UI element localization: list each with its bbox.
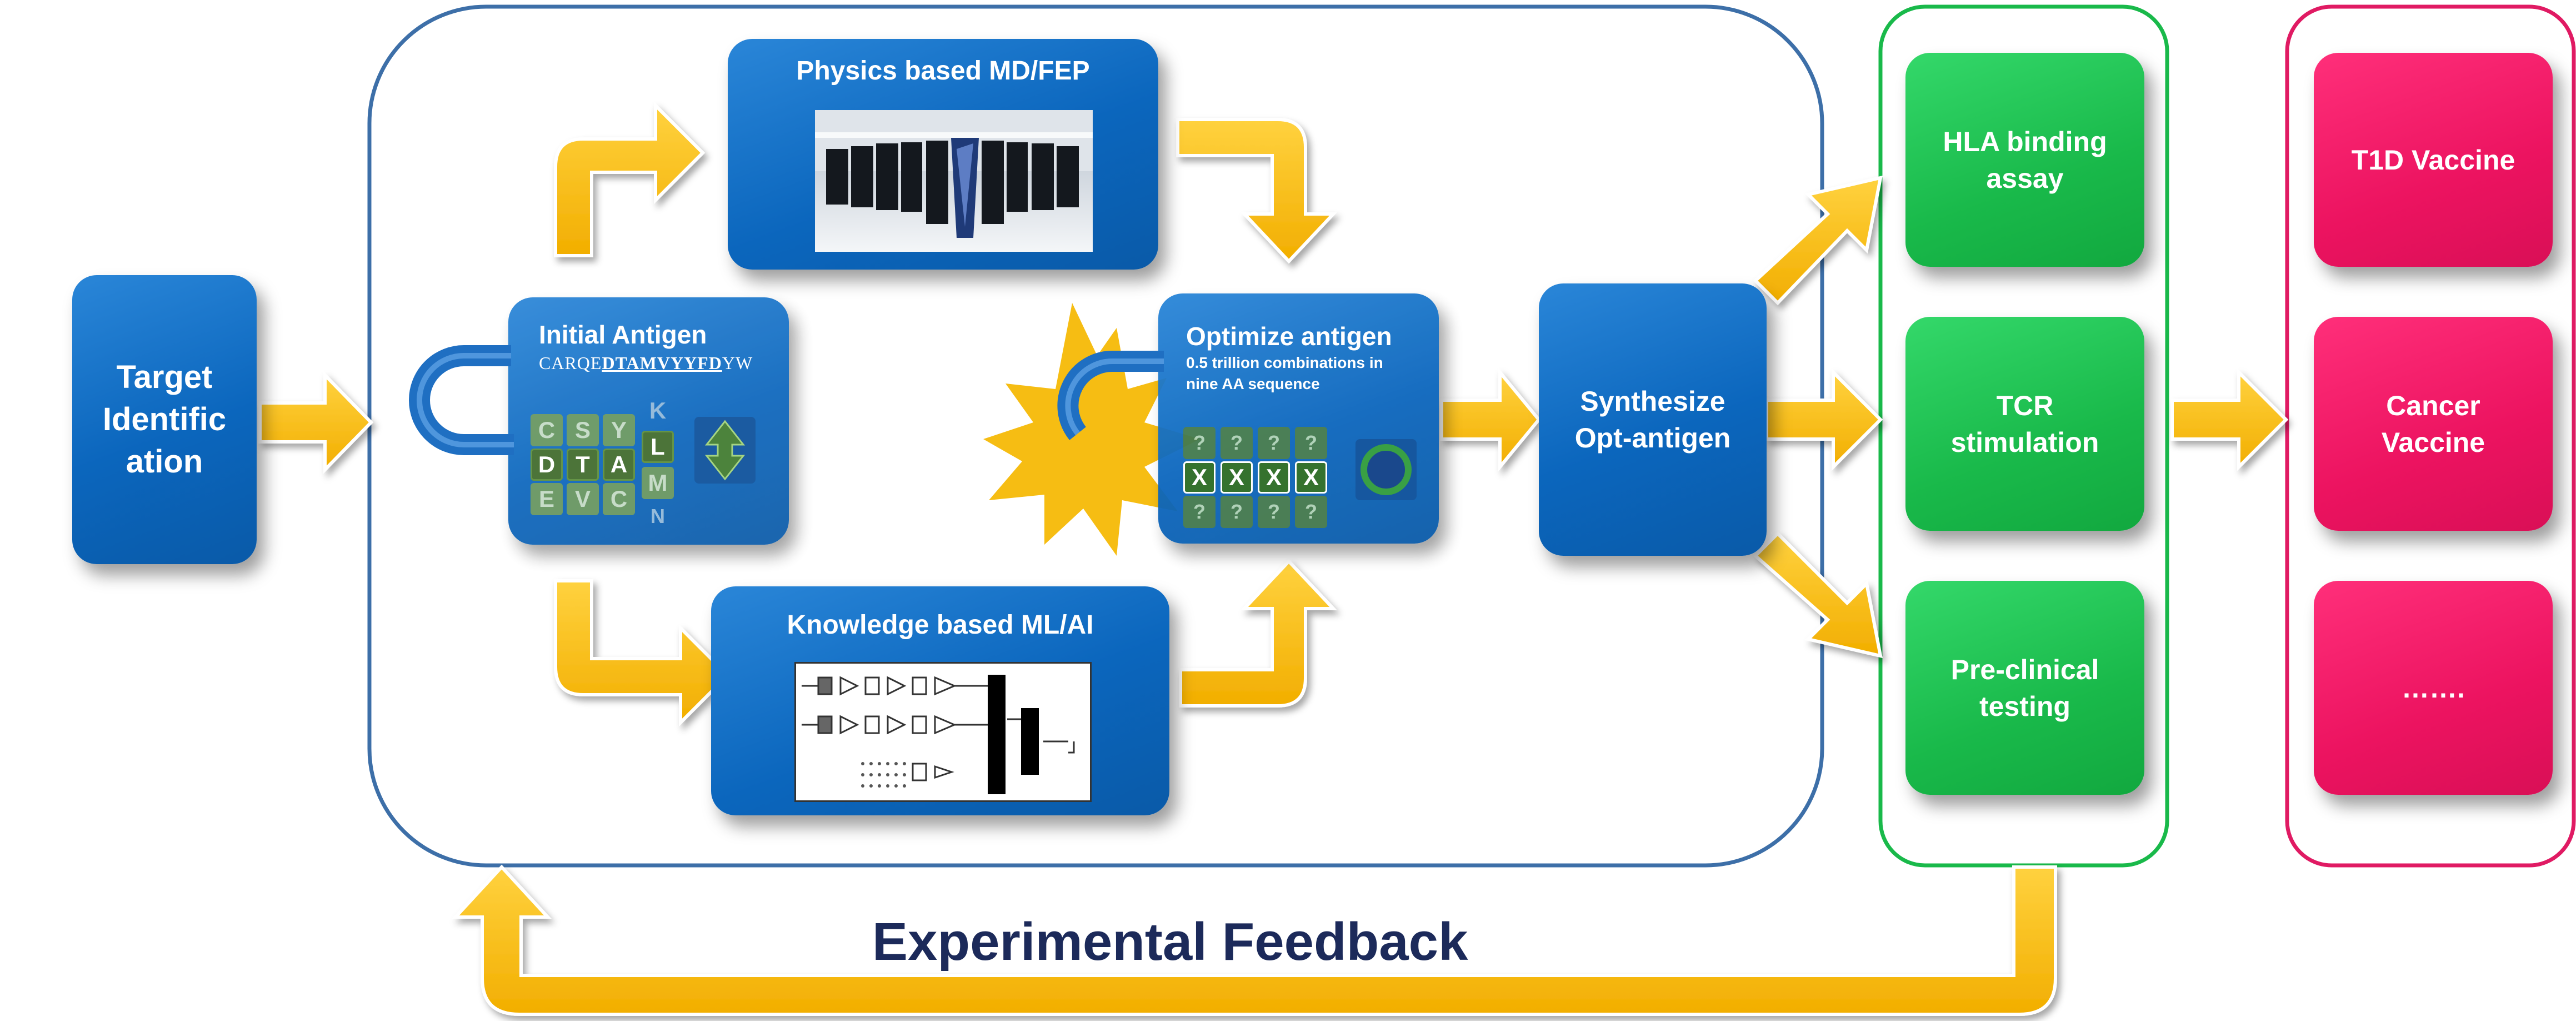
vaccine-box-cancer: Cancer Vaccine xyxy=(2314,317,2553,531)
knowledge-label: Knowledge based ML/AI xyxy=(787,610,1094,640)
variable-residue-tile: X xyxy=(1221,461,1253,494)
arrow-optimize-to-synthesize xyxy=(1440,367,1541,472)
residue-tile: C xyxy=(603,483,635,515)
vaccine-box-more: ……. xyxy=(2314,581,2553,795)
seq-prefix: CARQE xyxy=(539,353,602,373)
neural-network-image xyxy=(794,662,1092,802)
experimental-feedback-label: Experimental Feedback xyxy=(872,912,1468,972)
unknown-residue-tile: ? xyxy=(1183,496,1216,528)
arrow-assays-to-vaccines xyxy=(2170,368,2289,471)
synthesize-box: Synthesize Opt-antigen xyxy=(1539,283,1767,556)
unknown-residue-tile: ? xyxy=(1183,427,1216,459)
synthesize-label: Synthesize Opt-antigen xyxy=(1574,386,1731,454)
residue-tile: M xyxy=(642,467,674,499)
unknown-residue-tile: ? xyxy=(1295,496,1327,528)
vaccine-box-t1d: T1D Vaccine xyxy=(2314,53,2553,267)
up-down-arrow-icon xyxy=(694,417,756,484)
physics-box: Physics based MD/FEP xyxy=(728,39,1158,270)
assay-box-preclinical: Pre-clinical testing xyxy=(1905,581,2144,795)
seq-suffix: YW xyxy=(722,353,753,373)
assay-box-hla: HLA binding assay xyxy=(1905,53,2144,267)
seq-core: DTAMVYYFD xyxy=(602,353,722,373)
vaccine-frame xyxy=(2285,4,2576,868)
arrow-initial-to-physics xyxy=(554,101,706,257)
initial-antigen-title: Initial Antigen xyxy=(539,320,707,349)
residue-tile-selected: D xyxy=(531,449,563,481)
arrow-physics-to-optimize xyxy=(1176,118,1337,264)
unknown-residue-tile: ? xyxy=(1221,496,1253,528)
knowledge-box: Knowledge based ML/AI xyxy=(711,586,1169,815)
optimize-antigen-box: Optimize antigen 0.5 trillion combinatio… xyxy=(1158,293,1439,544)
optimize-antigen-title: Optimize antigen xyxy=(1186,322,1392,351)
padlock-shackle-icon-optimize xyxy=(1057,350,1164,440)
residue-tile: E xyxy=(531,483,563,515)
target-circle-icon xyxy=(1355,439,1417,500)
vaccine-label-t1d: T1D Vaccine xyxy=(2351,144,2515,176)
residue-tile: C xyxy=(531,414,563,446)
residue-tile-selected: A xyxy=(603,449,635,481)
optimize-antigen-subtitle: 0.5 trillion combinations in nine AA seq… xyxy=(1186,354,1383,392)
unknown-residue-tile: ? xyxy=(1258,496,1290,528)
arrow-synth-to-tcr xyxy=(1765,368,1883,471)
arrow-synth-to-hla xyxy=(1753,176,1883,306)
target-identification-box: Target Identific ation xyxy=(72,275,257,564)
unknown-residue-tile: ? xyxy=(1295,427,1327,459)
vaccine-label-more: ……. xyxy=(2402,672,2465,704)
residue-tile: N xyxy=(651,505,665,527)
arrow-experimental-feedback xyxy=(452,864,2057,1016)
unknown-residue-tile: ? xyxy=(1221,427,1253,459)
variable-residue-tile: X xyxy=(1295,461,1327,494)
supercomputer-illustration xyxy=(815,110,1093,252)
padlock-shackle-icon xyxy=(409,345,514,455)
assay-label-hla: HLA binding assay xyxy=(1943,126,2107,194)
variable-residue-tile: X xyxy=(1183,461,1216,494)
residue-tile: K xyxy=(649,397,667,424)
residue-tile: Y xyxy=(603,414,635,446)
arrow-initial-to-knowledge xyxy=(554,579,731,727)
residue-tile: S xyxy=(567,414,599,446)
assay-label-preclinical: Pre-clinical testing xyxy=(1950,654,2099,722)
physics-label: Physics based MD/FEP xyxy=(796,56,1090,86)
variable-residue-tile: X xyxy=(1258,461,1290,494)
starburst-icon xyxy=(983,303,1200,556)
supercomputer-image xyxy=(815,110,1093,252)
initial-antigen-sequence: CARQEDTAMVYYFDYW xyxy=(539,353,753,373)
vaccine-label-cancer: Cancer Vaccine xyxy=(2381,390,2485,458)
target-identification-label: Target Identific ation xyxy=(102,359,227,480)
residue-tile-selected: L xyxy=(642,431,674,463)
neural-network-illustration xyxy=(802,675,1075,794)
residue-tile: V xyxy=(567,483,599,515)
arrow-knowledge-to-optimize xyxy=(1179,559,1337,708)
assay-label-tcr: TCR stimulation xyxy=(1950,390,2099,458)
residue-tile-selected: T xyxy=(567,449,599,481)
unknown-residue-tile: ? xyxy=(1258,427,1290,459)
assay-box-tcr: TCR stimulation xyxy=(1905,317,2144,531)
arrow-target-to-loop xyxy=(258,371,374,474)
initial-antigen-box: Initial Antigen CARQEDTAMVYYFDYW C S Y K… xyxy=(508,297,789,545)
arrow-synth-to-preclinical xyxy=(1753,531,1883,658)
